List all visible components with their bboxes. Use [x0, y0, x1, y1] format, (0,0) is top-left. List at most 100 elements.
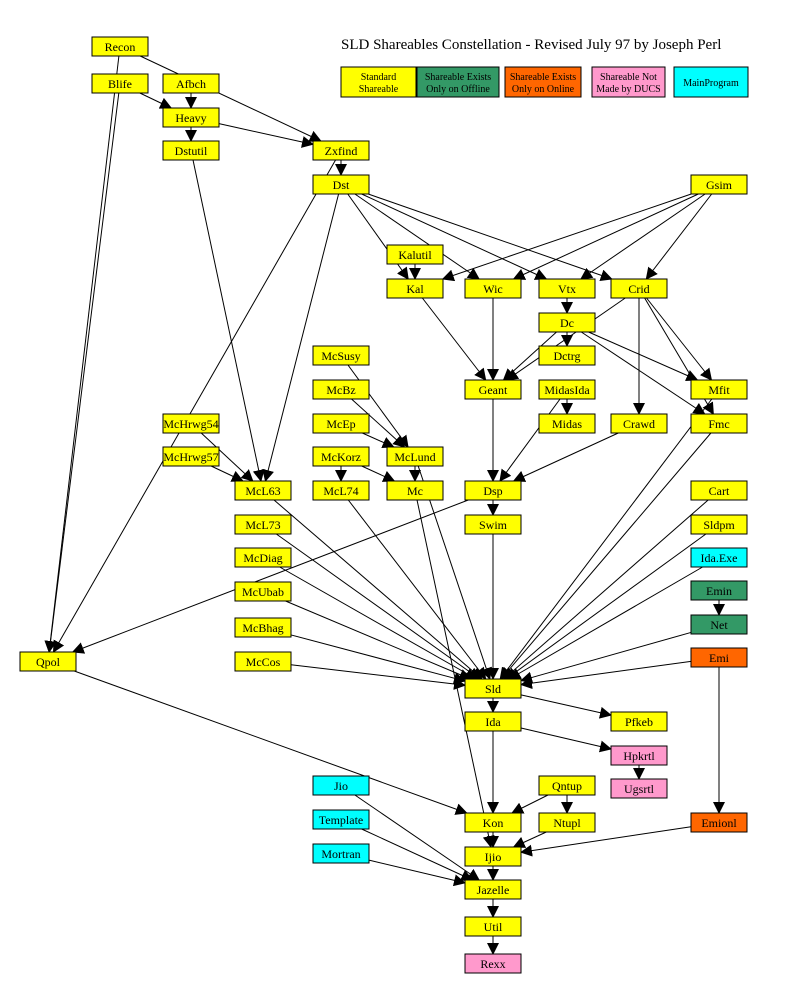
node-qntup: Qntup: [538, 775, 596, 796]
node-label: Geant: [479, 383, 508, 397]
node-box: [690, 514, 748, 535]
node-midas: Midas: [538, 413, 596, 434]
node-box: [312, 174, 370, 195]
node-mfit: Mfit: [690, 379, 748, 400]
edge-mcdiag-to-sld: [279, 566, 478, 680]
node-box: [19, 651, 77, 672]
node-crid: Crid: [610, 278, 668, 299]
edge-net-to-sld: [520, 631, 692, 684]
edge-gsim-to-wic: [512, 193, 699, 280]
legend-swatch: [340, 66, 417, 98]
node-box: [610, 413, 668, 434]
edge-zxfind-to-qpol: [52, 159, 336, 653]
node-kalutil: Kalutil: [386, 244, 444, 265]
node-mcbhag: McBhag: [234, 617, 292, 638]
node-mcl73: McL73: [234, 514, 292, 535]
node-kal: Kal: [386, 278, 444, 299]
node-label: Qpol: [36, 655, 61, 669]
edge-midasida-to-dsp: [499, 398, 561, 482]
node-label: Fmc: [708, 417, 729, 431]
node-box: [386, 480, 444, 501]
node-box: [386, 446, 444, 467]
node-box: [312, 345, 370, 366]
edge-recon-to-qpol: [44, 55, 120, 653]
node-box: [91, 36, 149, 57]
edge-sld-to-pfkeb: [520, 694, 612, 719]
node-box: [464, 916, 522, 937]
legend-label: Shareable: [359, 84, 399, 95]
node-mcl63: McL63: [234, 480, 292, 501]
node-box: [464, 678, 522, 699]
edge-crid-to-mfit: [646, 297, 713, 381]
node-zxfind: Zxfind: [312, 140, 370, 161]
node-box: [234, 651, 292, 672]
edge-recon-to-zxfind: [139, 55, 322, 142]
node-label: Heavy: [175, 111, 206, 125]
node-mcl74: McL74: [312, 480, 370, 501]
node-label: Util: [484, 920, 503, 934]
node-label: Crid: [628, 282, 649, 296]
edges-layer: [44, 55, 725, 955]
node-box: [464, 812, 522, 833]
node-box: [386, 278, 444, 299]
node-kon: Kon: [464, 812, 522, 833]
node-midasida: MidasIda: [538, 379, 596, 400]
node-label: Ugsrtl: [624, 782, 655, 796]
edge-gsim-to-vtx: [580, 193, 706, 280]
node-box: [464, 846, 522, 867]
node-dsp: Dsp: [464, 480, 522, 501]
node-label: McL63: [245, 484, 280, 498]
node-emionl: Emionl: [690, 812, 748, 833]
node-box: [234, 617, 292, 638]
node-jazelle: Jazelle: [464, 879, 522, 900]
edge-dc-to-mfit: [588, 331, 699, 382]
node-label: Emionl: [701, 816, 737, 830]
node-idaexe: Ida.Exe: [690, 547, 748, 568]
node-mortran: Mortran: [312, 843, 370, 864]
node-wic: Wic: [464, 278, 522, 299]
node-box: [538, 775, 596, 796]
node-swim: Swim: [464, 514, 522, 535]
edge-gsim-to-kal: [441, 193, 692, 282]
node-mccos: McCos: [234, 651, 292, 672]
node-blife: Blife: [91, 73, 149, 94]
node-crawd: Crawd: [610, 413, 668, 434]
edge-mchrwg57-to-mcl63: [210, 465, 244, 482]
node-box: [538, 812, 596, 833]
node-template: Template: [312, 809, 370, 830]
node-rexx: Rexx: [464, 953, 522, 974]
node-mcsusy: McSusy: [312, 345, 370, 366]
node-qpol: Qpol: [19, 651, 77, 672]
diagram-title: SLD Shareables Constellation - Revised J…: [341, 37, 721, 53]
edge-dst-to-kal: [347, 193, 409, 280]
node-box: [312, 413, 370, 434]
edge-mccos-to-sld: [290, 664, 466, 690]
edge-dst-to-wic: [354, 193, 480, 280]
node-dc: Dc: [538, 312, 596, 333]
edge-mfit-to-sld: [499, 398, 713, 680]
node-box: [610, 278, 668, 299]
node-label: Jazelle: [477, 883, 510, 897]
edge-dst-to-crid: [368, 193, 613, 282]
legend-label: Only on Offline: [426, 84, 490, 95]
node-box: [312, 775, 370, 796]
edge-mortran-to-jazelle: [368, 859, 466, 887]
edge-dstutil-to-mcl63: [192, 159, 265, 482]
node-label: McL73: [245, 518, 280, 532]
legend-swatch: [591, 66, 666, 98]
node-label: Ntupl: [553, 816, 581, 830]
edge-idaexe-to-sld: [508, 566, 703, 680]
node-label: Sld: [485, 682, 501, 696]
node-label: Rexx: [480, 957, 505, 971]
edge-dc-to-fmc: [581, 331, 706, 415]
node-box: [610, 711, 668, 732]
edge-blife-to-heavy: [139, 92, 173, 109]
edge-mcl73-to-sld: [276, 533, 481, 680]
node-label: McEp: [326, 417, 355, 431]
node-label: Hpkrtl: [623, 749, 655, 763]
node-box: [690, 174, 748, 195]
node-label: McBz: [326, 383, 355, 397]
